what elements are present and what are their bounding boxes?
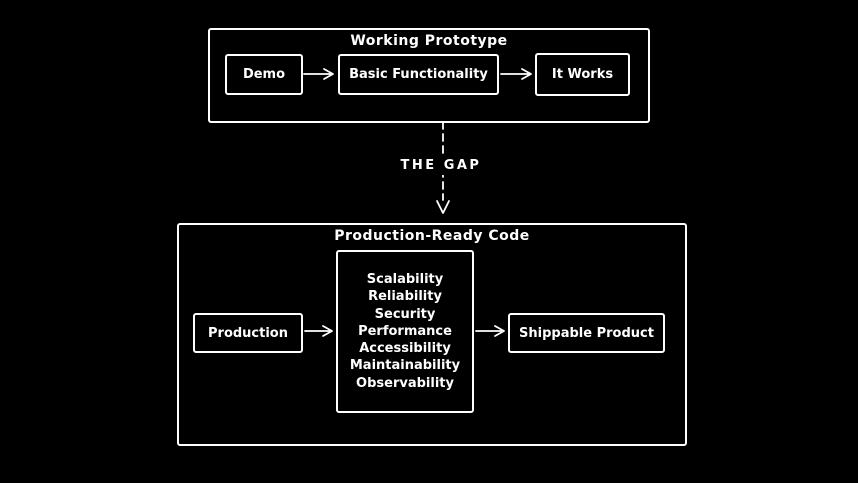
quality-item: Security <box>374 306 436 322</box>
quality-item: Observability <box>356 375 454 391</box>
quality-item: Reliability <box>368 289 442 305</box>
node-basic-functionality: Basic Functionality <box>338 54 499 95</box>
node-demo: Demo <box>225 54 303 95</box>
working-prototype-title: Working Prototype <box>350 33 508 49</box>
quality-item: Maintainability <box>349 358 461 374</box>
gap-arrowhead <box>436 200 450 214</box>
working-prototype-section: Working Prototype <box>208 28 650 123</box>
node-shippable-product: Shippable Product <box>508 313 665 353</box>
node-production: Production <box>193 313 303 353</box>
production-ready-title: Production-Ready Code <box>334 228 530 244</box>
production-ready-section: Production-Ready Code <box>177 223 687 446</box>
node-qualities: Scalability Reliability Security Perform… <box>336 250 474 413</box>
quality-item: Performance <box>358 323 452 339</box>
gap-label: THE GAP <box>393 156 489 175</box>
quality-item: Accessibility <box>359 341 451 357</box>
quality-item: Scalability <box>366 271 444 287</box>
node-it-works: It Works <box>535 53 630 96</box>
